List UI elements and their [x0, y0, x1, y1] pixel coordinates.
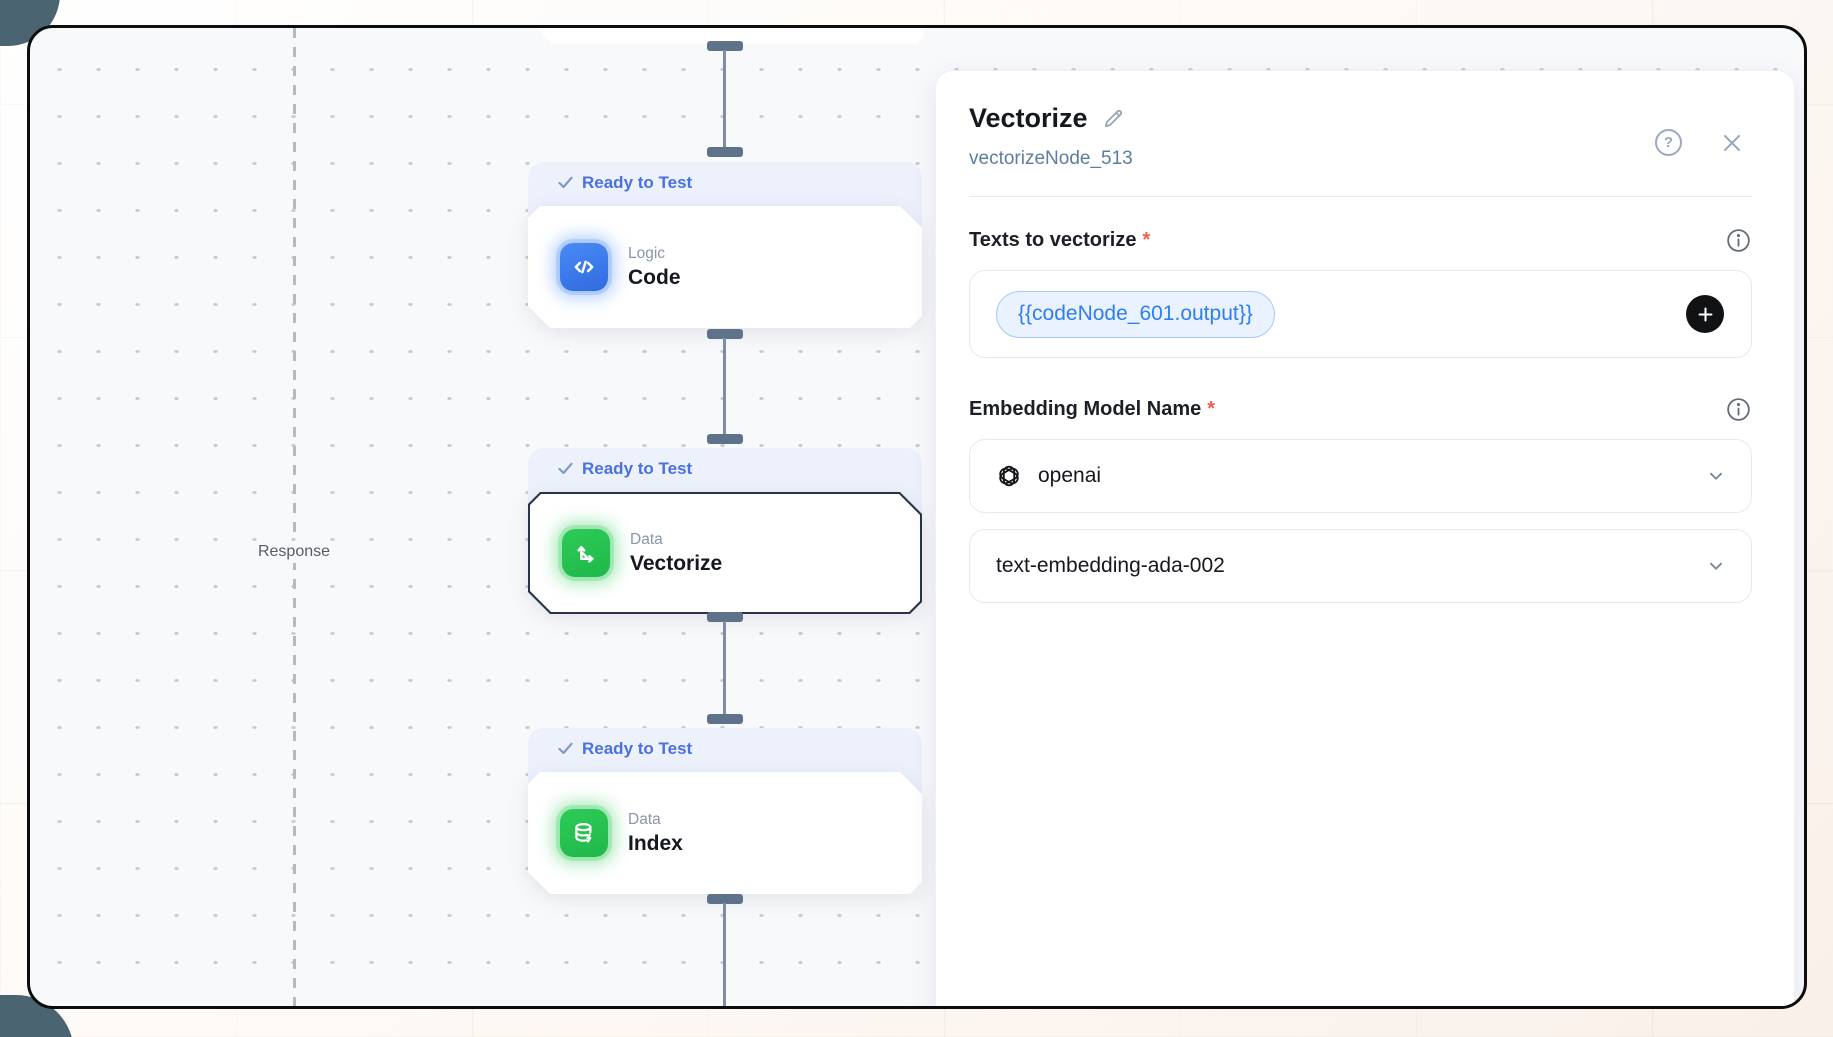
node-status-label: Ready to Test — [582, 173, 693, 192]
connection-handle[interactable] — [707, 612, 743, 622]
connection-handle[interactable] — [707, 147, 743, 157]
panel-header: Vectorize vectorizeNode_513 ? — [969, 71, 1752, 170]
connection-handle[interactable] — [707, 41, 743, 51]
node-card-index[interactable]: Data Index — [528, 772, 922, 894]
field-embedding-model: Embedding Model Name* openai — [969, 396, 1752, 603]
node-title: Vectorize — [630, 551, 723, 575]
field-texts-to-vectorize: Texts to vectorize* {{codeNode_601.outpu… — [969, 227, 1752, 358]
node-category: Logic — [628, 244, 666, 262]
chevron-down-icon — [1705, 555, 1727, 577]
panel-title: Vectorize — [969, 103, 1088, 133]
field-label: Texts to vectorize* — [969, 229, 1151, 251]
connection-handle[interactable] — [707, 329, 743, 339]
node-card-partial-top[interactable] — [530, 25, 924, 44]
node-title: Code — [628, 265, 681, 289]
field-label: Embedding Model Name* — [969, 398, 1216, 420]
node-category: Data — [630, 530, 663, 548]
response-guide-line — [293, 28, 296, 1006]
node-config-panel: Vectorize vectorizeNode_513 ? Texts to — [935, 70, 1795, 1006]
code-icon — [560, 243, 608, 291]
node-card-vectorize-selected[interactable]: Data Vectorize — [528, 492, 922, 614]
info-icon[interactable] — [1725, 396, 1752, 423]
database-icon — [560, 809, 608, 857]
provider-value: openai — [1038, 464, 1102, 487]
connection-line — [723, 903, 726, 1006]
openai-logo — [996, 463, 1022, 489]
chevron-down-icon — [1705, 465, 1727, 487]
texts-to-vectorize-input[interactable]: {{codeNode_601.output}} — [969, 270, 1752, 358]
node-category: Data — [628, 810, 661, 828]
model-value: text-embedding-ada-002 — [996, 554, 1225, 577]
connection-line — [723, 50, 726, 148]
connection-handle[interactable] — [707, 894, 743, 904]
connection-line — [723, 338, 726, 434]
connection-handle[interactable] — [707, 714, 743, 724]
required-asterisk: * — [1207, 398, 1216, 420]
node-status-label: Ready to Test — [582, 459, 693, 478]
variable-chip[interactable]: {{codeNode_601.output}} — [996, 290, 1275, 338]
vectorize-icon — [562, 529, 610, 577]
add-variable-button[interactable] — [1686, 295, 1724, 333]
node-status-label: Ready to Test — [582, 739, 693, 758]
connection-handle[interactable] — [707, 434, 743, 444]
required-asterisk: * — [1142, 229, 1151, 251]
connection-line — [723, 621, 726, 715]
help-icon[interactable]: ? — [1655, 129, 1682, 156]
node-id: vectorizeNode_513 — [969, 148, 1133, 169]
info-icon[interactable] — [1725, 227, 1752, 254]
node-title: Index — [628, 831, 683, 855]
provider-select[interactable]: openai — [969, 439, 1752, 513]
check-icon — [558, 742, 573, 755]
close-icon[interactable] — [1720, 131, 1744, 155]
node-card-code[interactable]: Logic Code — [528, 206, 922, 328]
model-select[interactable]: text-embedding-ada-002 — [969, 529, 1752, 603]
app-window: Response Ready to Test — [27, 25, 1807, 1009]
check-icon — [558, 176, 573, 189]
response-label: Response — [249, 541, 339, 563]
edit-title-pencil-icon[interactable] — [1102, 107, 1125, 130]
check-icon — [558, 462, 573, 475]
divider — [969, 196, 1752, 197]
